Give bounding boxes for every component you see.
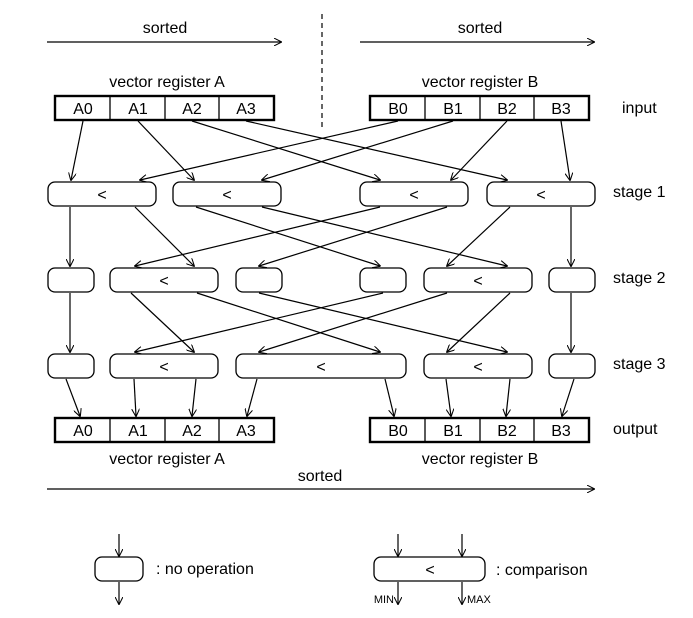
stage1-comparators: < < < < [47, 181, 596, 207]
stage1-comparator-2-symbol: < [222, 187, 231, 204]
input-cell-b0: B0 [388, 101, 408, 118]
row-label-stage1: stage 1 [613, 184, 666, 201]
input-cell-a2: A2 [182, 101, 202, 118]
output-register-b: B0 B1 B2 B3 [368, 416, 591, 444]
register-a-title-bottom: vector register A [109, 451, 225, 468]
stage2-comparator-1 [109, 267, 219, 293]
input-register-a: A0 A1 A2 A3 [53, 94, 276, 122]
stage1-comparator-4 [486, 181, 596, 207]
input-cell-a1: A1 [128, 101, 148, 118]
legend-no-operation-label: : no operation [156, 561, 254, 578]
stage3-comparator-3-symbol: < [473, 359, 482, 376]
stage1-comparator-3 [359, 181, 469, 207]
output-cell-b1: B1 [443, 423, 463, 440]
stage3-comparator-2-symbol: < [316, 359, 325, 376]
top-sorted-label-left: sorted [143, 20, 187, 37]
output-cell-a3: A3 [236, 423, 256, 440]
stage3-noop-2 [548, 353, 596, 379]
output-register-a: A0 A1 A2 A3 [53, 416, 276, 444]
stage2-comparator-2-symbol: < [473, 273, 482, 290]
register-a-title-top: vector register A [109, 74, 225, 91]
stage3-noop-1 [47, 353, 95, 379]
input-register-b: B0 B1 B2 B3 [368, 94, 591, 122]
stage1-comparator-2 [172, 181, 282, 207]
bottom-sorted-label: sorted [298, 468, 342, 485]
stage3-comparator-3 [423, 353, 533, 379]
stage2-noop-1 [47, 267, 95, 293]
stage1-comparator-3-symbol: < [409, 187, 418, 204]
row-label-input: input [622, 100, 657, 117]
stage1-comparator-4-symbol: < [536, 187, 545, 204]
stage2-comparator-2 [423, 267, 533, 293]
stage1-comparator-1 [47, 181, 157, 207]
stage1-comparator-1-symbol: < [97, 187, 106, 204]
legend-no-operation-box [94, 556, 144, 582]
output-cell-a2: A2 [182, 423, 202, 440]
top-sorted-label-right: sorted [458, 20, 502, 37]
output-cell-b0: B0 [388, 423, 408, 440]
row-label-output: output [613, 421, 658, 438]
wires-stage1-to-stage2 [70, 206, 571, 266]
stage3-comparator-1 [109, 353, 219, 379]
wires-stage2-to-stage3 [70, 292, 571, 352]
stage3-boxes: < < < [47, 353, 596, 379]
legend-min-label: MIN [374, 594, 394, 606]
stage2-noop-3 [359, 267, 407, 293]
output-cell-b2: B2 [497, 423, 517, 440]
stage3-comparator-2 [235, 353, 407, 379]
row-label-stage3: stage 3 [613, 356, 666, 373]
output-cell-b3: B3 [551, 423, 571, 440]
input-cell-b2: B2 [497, 101, 517, 118]
stage2-boxes: < < [47, 267, 596, 293]
input-cell-b3: B3 [551, 101, 571, 118]
stage2-noop-4 [548, 267, 596, 293]
output-cell-a0: A0 [73, 423, 93, 440]
row-label-stage2: stage 2 [613, 270, 666, 287]
input-cell-a3: A3 [236, 101, 256, 118]
legend-max-label: MAX [467, 594, 492, 606]
legend-comparison-box [373, 556, 486, 582]
stage3-comparator-1-symbol: < [159, 359, 168, 376]
wires-stage3-to-output [65, 378, 575, 416]
output-cell-a1: A1 [128, 423, 148, 440]
register-b-title-bottom: vector register B [422, 451, 538, 468]
stage2-noop-2 [235, 267, 283, 293]
legend-comparison-symbol: < [425, 562, 434, 579]
legend-comparison-label: : comparison [496, 562, 588, 579]
register-b-title-top: vector register B [422, 74, 538, 91]
legend-comparison: < MIN MAX : comparison [373, 534, 588, 606]
wires-input-to-stage1 [71, 120, 570, 180]
input-cell-b1: B1 [443, 101, 463, 118]
legend-no-operation: : no operation [94, 534, 254, 604]
stage2-comparator-1-symbol: < [159, 273, 168, 290]
input-cell-a0: A0 [73, 101, 93, 118]
